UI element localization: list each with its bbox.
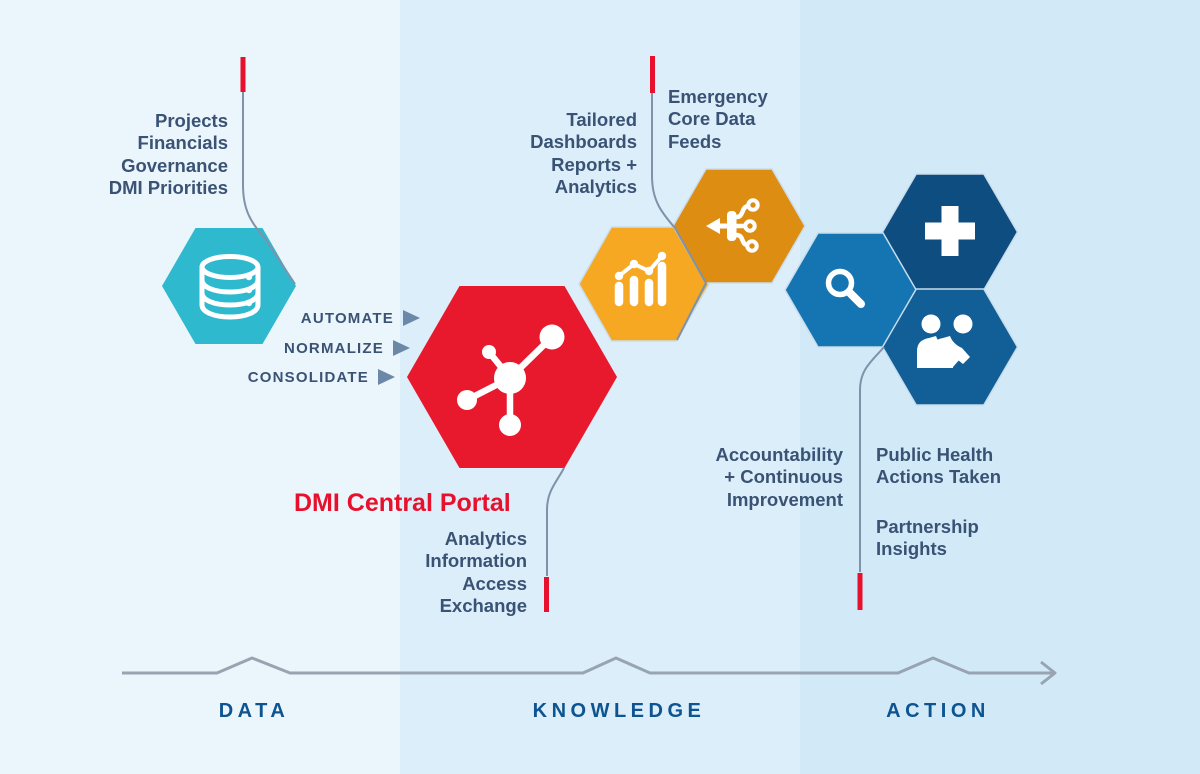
handshake-icon — [917, 314, 973, 368]
data-sources-label: Projects Financials Governance DMI Prior… — [108, 110, 228, 199]
red-tick-data — [240, 57, 246, 92]
red-tick-knowledge — [650, 56, 655, 93]
connector-line-knowledge — [651, 93, 708, 341]
partnership-insights-label: Partnership Insights — [876, 516, 979, 560]
section-label-knowledge: KNOWLEDGE — [532, 700, 706, 722]
dashboards-label: Tailored Dashboards Reports + Analytics — [530, 109, 637, 198]
accountability-label: Accountability + Continuous Improvement — [715, 444, 843, 510]
section-label-data: DATA — [218, 700, 290, 722]
process-step-normalize: NORMALIZE — [284, 338, 410, 358]
hexagon-data-sources — [162, 228, 296, 344]
band-action — [800, 0, 1200, 774]
portal-functions-label: Analytics Information Access Exchange — [425, 528, 527, 617]
red-tick-portal — [544, 577, 549, 612]
network-hub-icon — [457, 324, 565, 436]
database-icon — [199, 254, 261, 320]
medical-cross-icon — [925, 206, 975, 256]
connector-line-data — [242, 92, 296, 285]
band-data — [0, 0, 400, 774]
section-label-action: ACTION — [886, 700, 990, 722]
emergency-feeds-label: Emergency Core Data Feeds — [668, 86, 768, 152]
right-triangle-icon — [393, 340, 410, 356]
connector-line-action — [859, 346, 885, 572]
right-triangle-icon — [378, 369, 395, 385]
process-step-consolidate: CONSOLIDATE — [248, 367, 395, 387]
right-triangle-icon — [403, 310, 420, 326]
data-feed-split-icon — [706, 198, 760, 253]
red-tick-action — [857, 573, 863, 610]
timeline-arrow — [122, 656, 1057, 686]
magnifier-icon — [825, 268, 865, 308]
process-step-automate: AUTOMATE — [301, 308, 420, 328]
public-health-label: Public Health Actions Taken — [876, 444, 1002, 488]
connector-line-portal — [546, 467, 565, 576]
portal-title: DMI Central Portal — [294, 489, 511, 517]
hexagon-tailored-dashboards — [578, 226, 710, 342]
bar-chart-icon — [614, 251, 667, 307]
